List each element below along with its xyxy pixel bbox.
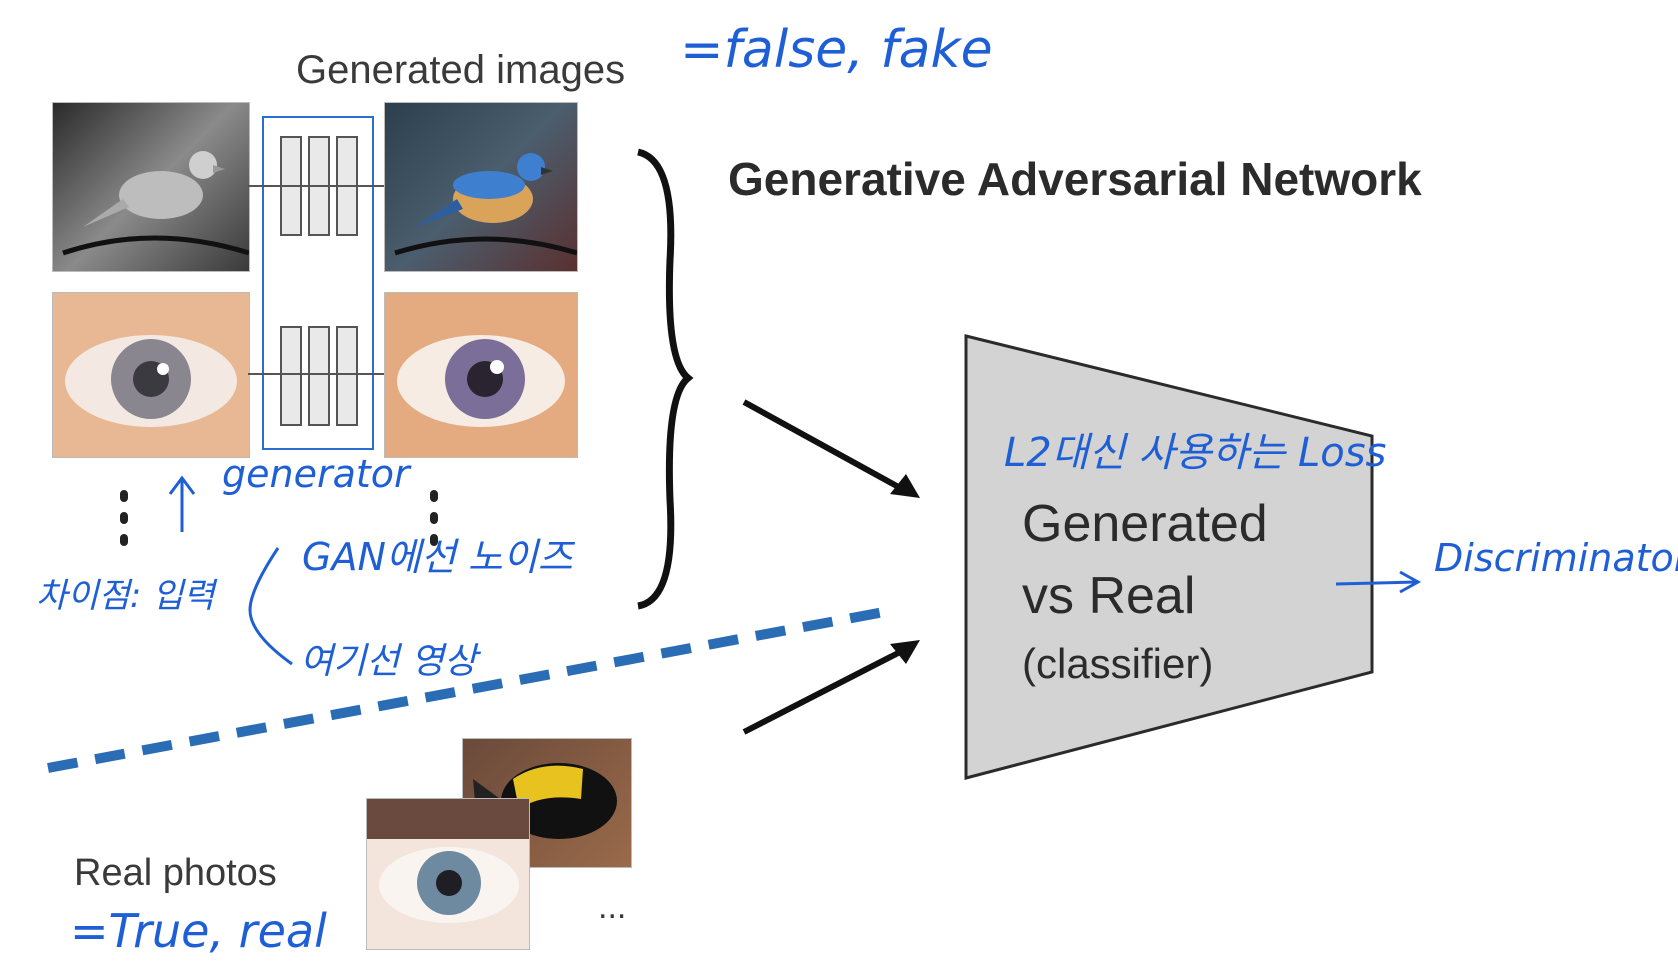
real-photos-label: Real photos	[74, 852, 277, 894]
classifier-trapezoid	[964, 334, 1374, 780]
bird-gray-drawing	[62, 151, 249, 256]
classifier-line-3: (classifier)	[1022, 640, 1214, 687]
network-cell	[336, 326, 358, 426]
curly-brace	[636, 148, 694, 610]
network-cell	[280, 326, 302, 426]
generated-images-label: Generated images	[296, 48, 626, 92]
gan-title: Generative Adversarial Network	[728, 153, 1422, 205]
eye-color-drawing	[397, 335, 565, 427]
annotation-l2-loss: L2대신 사용하는 Loss	[1004, 430, 1387, 476]
hand-bracket	[248, 547, 293, 666]
colorized-eye-image	[384, 292, 578, 458]
arrow-real	[742, 647, 906, 735]
annotation-difference: 차이점: 입력	[36, 576, 215, 616]
real-eye-drawing	[367, 799, 529, 923]
classifier-line-2: vs Real	[1022, 567, 1196, 625]
fish-drawing	[473, 763, 617, 839]
annotation-here-image: 여기선 영상	[300, 641, 478, 682]
annotation-true-real: =True, real	[70, 904, 327, 958]
real-eye-photo	[366, 798, 530, 950]
classifier-line-1: Generated	[1022, 495, 1268, 553]
arrow-generated	[742, 399, 906, 493]
generator-cells-bottom	[280, 326, 358, 426]
colorized-bird-image	[384, 102, 578, 272]
annotation-false-fake: =false, fake	[680, 20, 993, 80]
grayscale-bird-image	[52, 102, 250, 272]
grayscale-eye-image	[52, 292, 250, 458]
bird-color-drawing	[394, 153, 577, 256]
annotation-generator: generator	[222, 452, 410, 496]
network-cell	[308, 326, 330, 426]
ellipsis: ...	[598, 888, 627, 926]
annotation-gan-noise: GAN에선 노이즈	[302, 535, 573, 579]
generator-box	[262, 116, 374, 450]
eye-gray-drawing	[65, 335, 237, 427]
discriminator-arrow	[1335, 580, 1417, 586]
annotation-discriminator: Discriminator	[1434, 536, 1678, 580]
